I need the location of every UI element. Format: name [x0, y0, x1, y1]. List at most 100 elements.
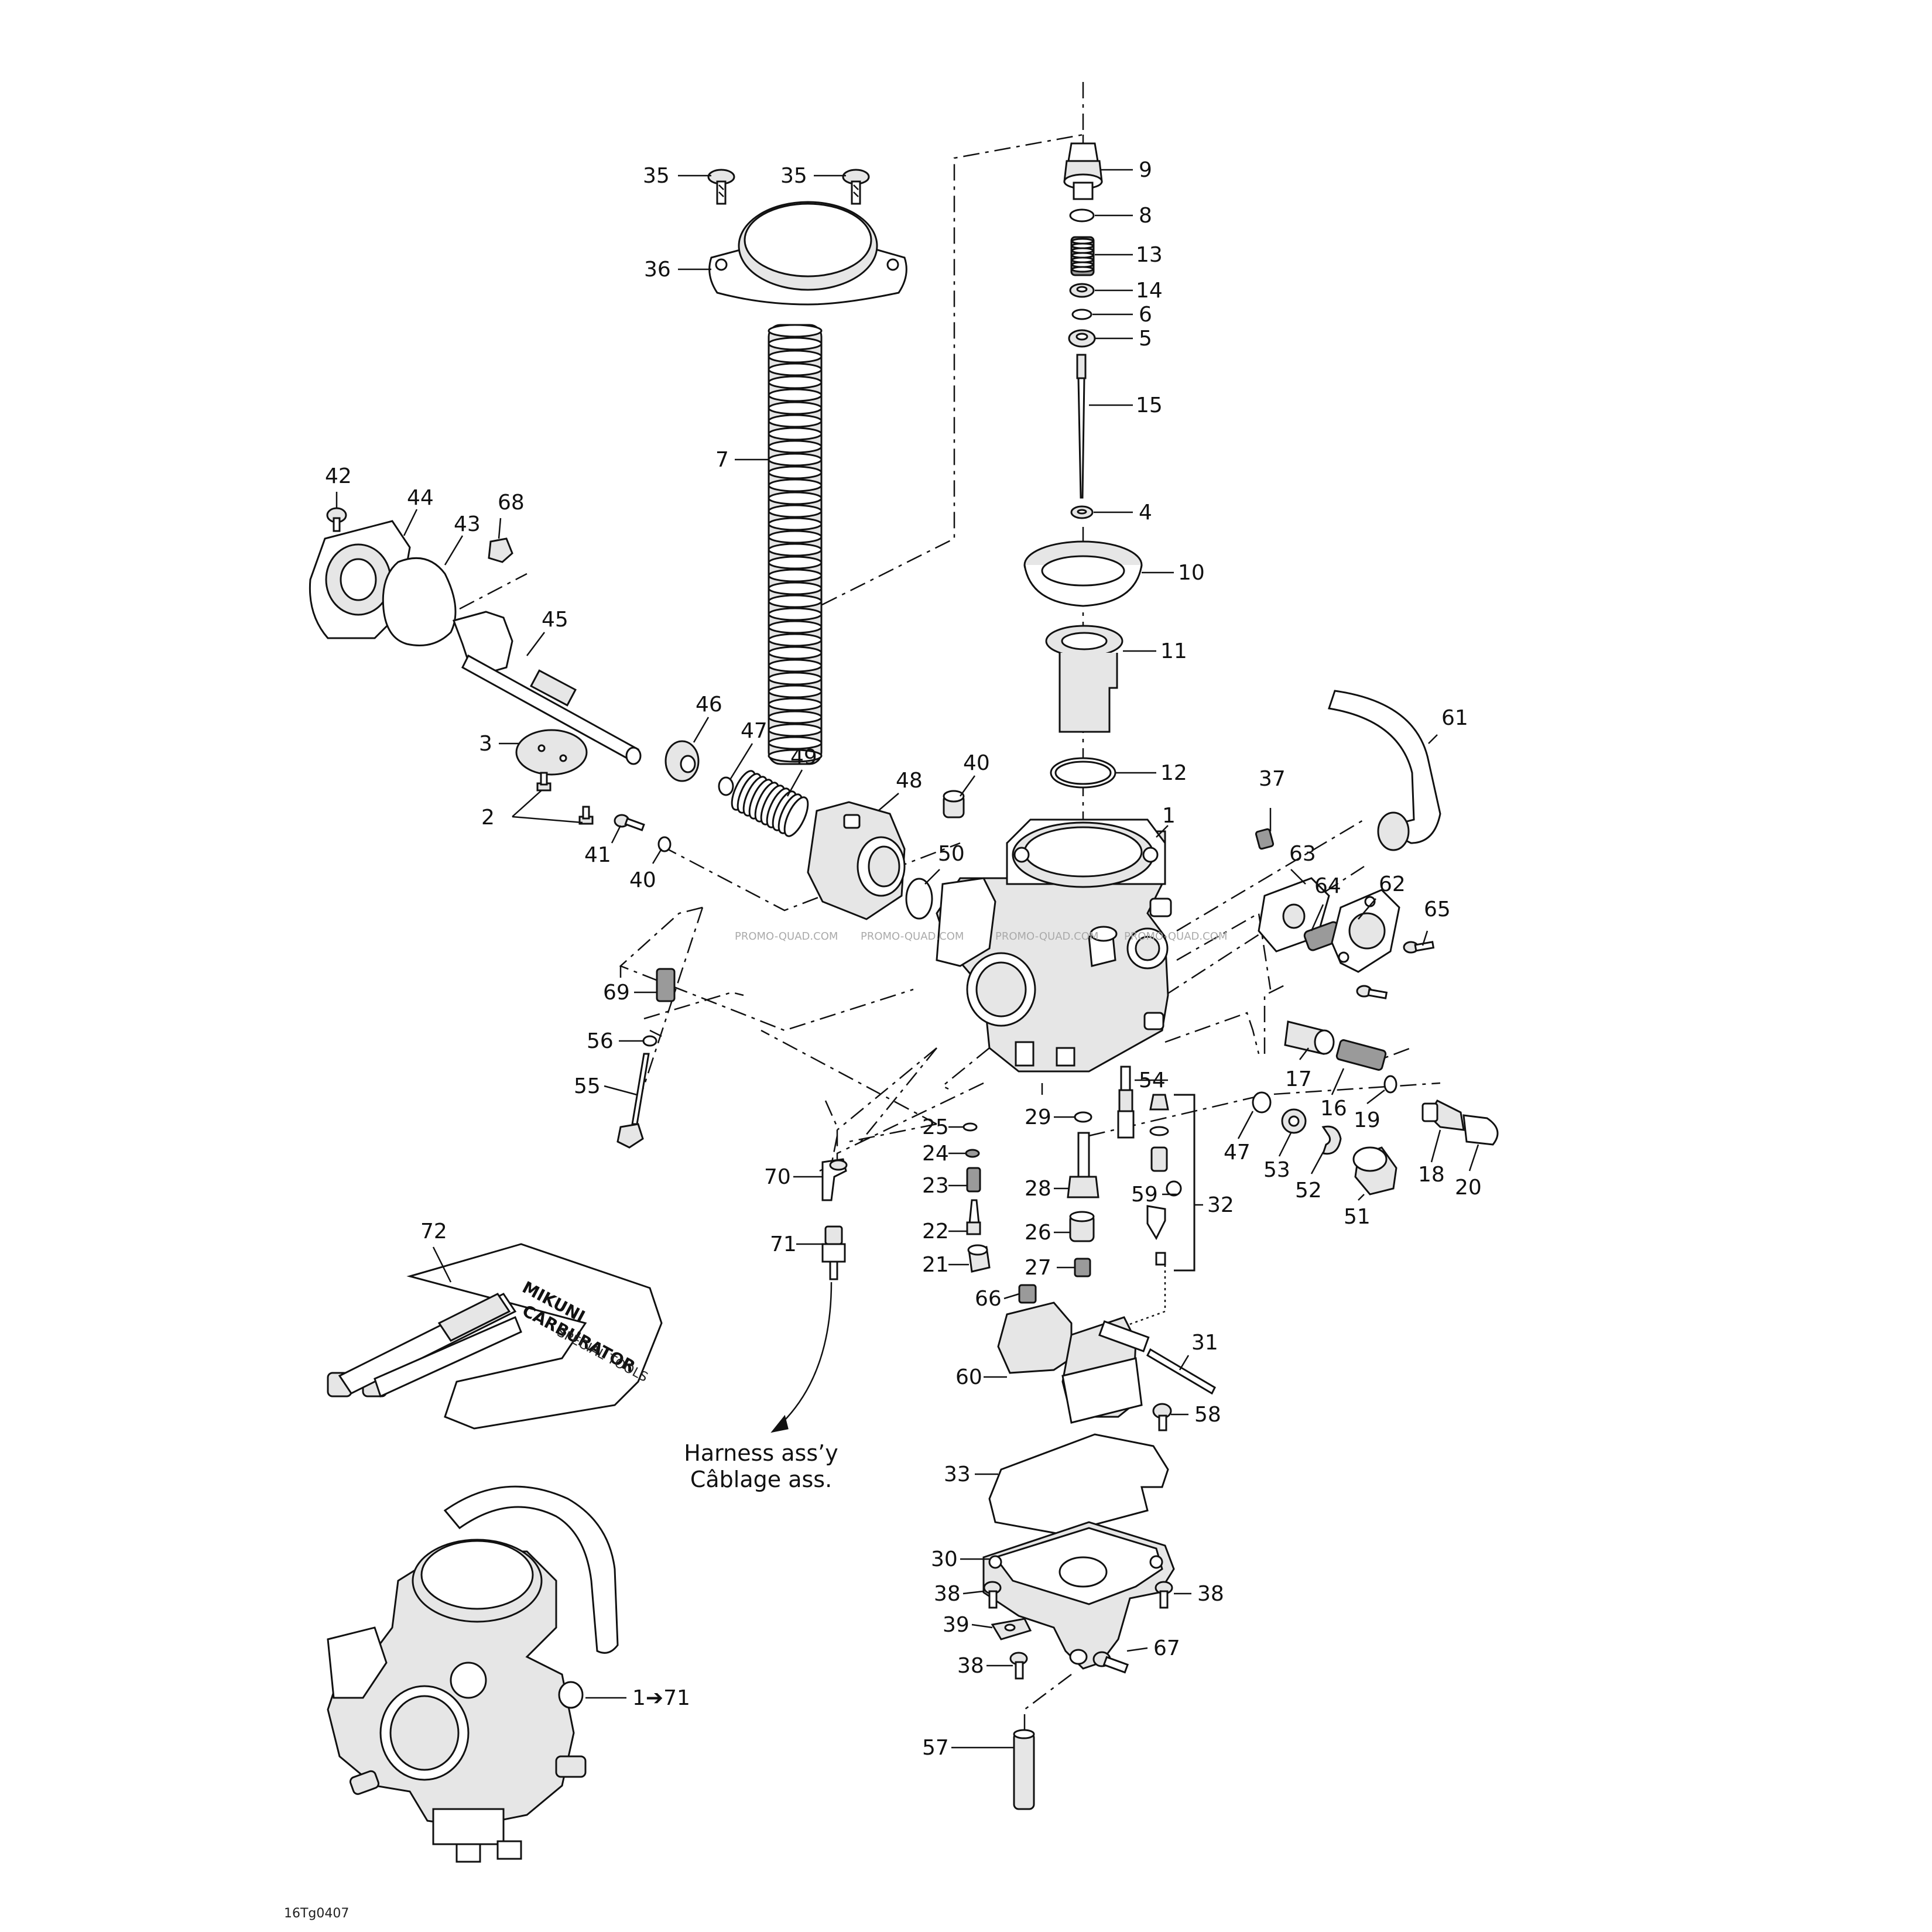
tool-kit-72: MIKUNI CARBURATOR SPECIAL TOOLS — [327, 1243, 663, 1430]
throttle-lever-45 — [453, 611, 642, 765]
label-5: 5 — [1139, 327, 1152, 351]
group-bracket-32 — [1174, 1094, 1195, 1272]
label-12: 12 — [1160, 761, 1187, 785]
screw-38c — [1009, 1652, 1028, 1680]
spring-coil — [768, 427, 823, 441]
label-53: 53 — [1263, 1158, 1290, 1182]
enrichener-group — [1252, 1020, 1499, 1195]
label-70: 70 — [764, 1165, 791, 1189]
washer-47a — [718, 776, 734, 796]
cover-plate-44 — [309, 520, 411, 639]
o-ring-12 — [1050, 757, 1116, 789]
label-64: 64 — [1314, 874, 1341, 898]
label-57: 57 — [922, 1736, 949, 1760]
watermark-1: PROMO-QUAD.COM — [735, 930, 838, 943]
stop-pin-40a — [943, 790, 965, 818]
spring-coil — [768, 594, 823, 608]
spring-coil — [768, 556, 823, 570]
o-ring-19 — [1383, 1075, 1397, 1094]
label-63: 63 — [1289, 842, 1316, 866]
gasket-33 — [988, 1433, 1169, 1535]
assembly-reference: 1➔71 — [632, 1686, 690, 1710]
label-7: 7 — [715, 448, 729, 472]
label-8: 8 — [1139, 204, 1152, 228]
plug-37 — [1255, 828, 1275, 850]
plug-21 — [967, 1244, 991, 1273]
screw-42 — [326, 507, 347, 532]
label-47b: 47 — [1224, 1140, 1251, 1164]
label-69: 69 — [603, 981, 630, 1005]
spring-coil — [768, 375, 823, 389]
label-9: 9 — [1139, 158, 1152, 182]
o-ring-8 — [1069, 208, 1095, 222]
label-14: 14 — [1136, 279, 1163, 303]
label-55: 55 — [574, 1074, 601, 1098]
washer-40b — [657, 836, 672, 852]
spring-23 — [966, 1167, 981, 1193]
nut-68 — [488, 537, 513, 563]
label-66: 66 — [975, 1287, 1002, 1311]
label-25: 25 — [922, 1115, 949, 1139]
label-65: 65 — [1424, 898, 1451, 922]
label-61: 61 — [1441, 706, 1468, 730]
label-15: 15 — [1136, 393, 1163, 417]
complete-assembly-view — [327, 1485, 619, 1863]
label-36: 36 — [644, 258, 671, 282]
spring-coil — [768, 530, 823, 544]
throttle-shaft-group — [309, 507, 965, 920]
label-31: 31 — [1191, 1331, 1218, 1355]
label-30: 30 — [931, 1547, 958, 1571]
sensor-group — [770, 1158, 848, 1433]
label-46: 46 — [696, 693, 722, 717]
spring-coil — [768, 350, 823, 364]
label-48: 48 — [896, 769, 923, 793]
pilot-screw-22 — [966, 1199, 981, 1235]
plunger-17 — [1284, 1020, 1335, 1055]
label-3: 3 — [479, 732, 492, 756]
needle-holder — [1063, 142, 1103, 200]
label-18: 18 — [1418, 1163, 1445, 1187]
o-ring-50 — [905, 878, 933, 920]
label-16: 16 — [1320, 1097, 1347, 1121]
spring-coil — [768, 697, 823, 711]
throttle-plate-3 — [515, 729, 588, 776]
spring-16 — [1335, 1039, 1387, 1071]
label-44: 44 — [407, 486, 434, 510]
carburetor-body — [936, 818, 1172, 1073]
washer-47b — [1252, 1091, 1272, 1114]
float-valve-parts-32 — [1146, 1094, 1182, 1266]
screw-65a — [1403, 941, 1435, 954]
body-18 — [1421, 1099, 1465, 1131]
spring-coil — [768, 607, 823, 621]
piston-valve-11 — [1045, 625, 1123, 733]
label-51: 51 — [1344, 1205, 1371, 1229]
label-17: 17 — [1285, 1067, 1312, 1091]
label-47a: 47 — [741, 719, 768, 743]
label-41: 41 — [584, 843, 611, 867]
spring-coil — [768, 440, 823, 454]
screw-55 — [616, 1053, 650, 1149]
gasket-43 — [382, 557, 457, 646]
harness-note-line1: Harness ass’y — [684, 1440, 838, 1466]
label-58: 58 — [1194, 1403, 1221, 1427]
label-42: 42 — [325, 464, 352, 488]
diaphragm-10 — [1023, 540, 1143, 607]
spacer-5 — [1068, 329, 1096, 348]
label-54: 54 — [1139, 1068, 1166, 1092]
spring-coil — [768, 672, 823, 686]
spring-coil — [768, 478, 823, 492]
screw-41 — [614, 814, 645, 831]
screw-38a — [983, 1581, 1002, 1609]
return-spring-49 — [731, 770, 809, 837]
label-56: 56 — [587, 1029, 614, 1053]
screw-38b — [1155, 1581, 1173, 1609]
spring-coil — [768, 736, 823, 750]
cap-51 — [1352, 1146, 1397, 1195]
cap-20 — [1462, 1114, 1499, 1146]
spring-coil — [768, 543, 823, 557]
label-67: 67 — [1153, 1636, 1180, 1660]
spring-coil — [768, 633, 823, 647]
bushing-46 — [664, 740, 700, 782]
label-32: 32 — [1207, 1193, 1234, 1217]
